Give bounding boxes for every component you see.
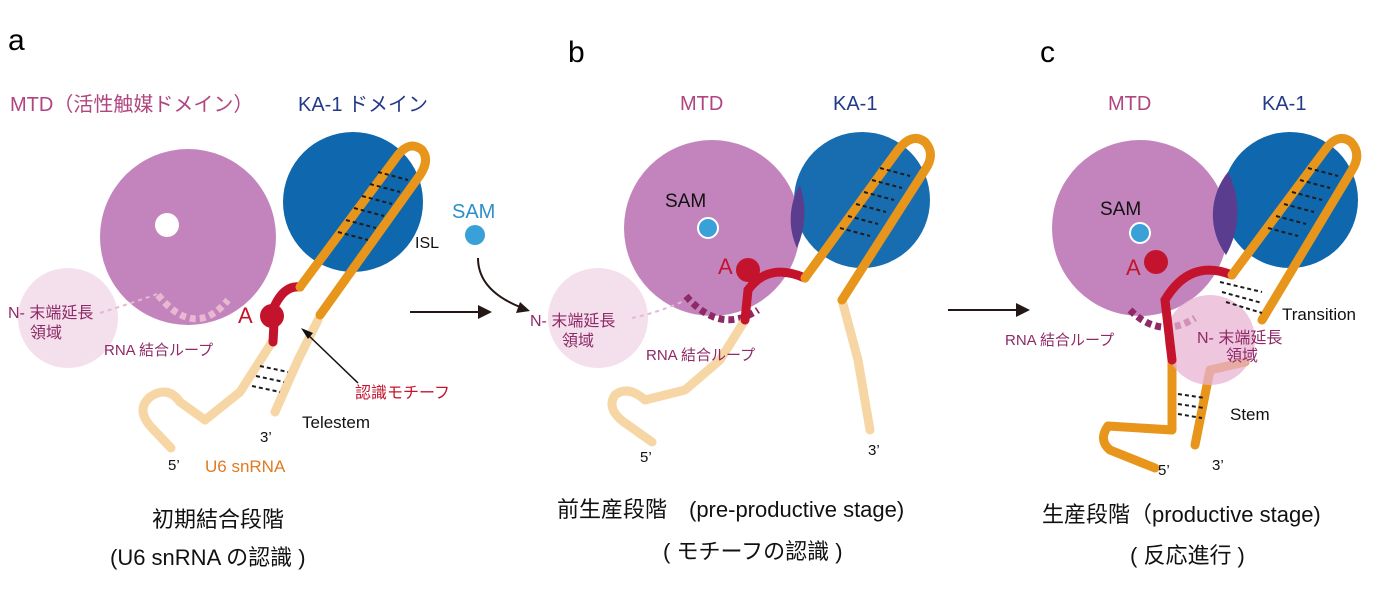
panel-b-isl-hairpin (800, 133, 935, 305)
panel-a-rna-5prime (138, 337, 277, 453)
panel-c-caption-line2: ( 反応進行 ) (1130, 543, 1245, 568)
panel-c-transition-basepairs (1219, 281, 1263, 314)
panel-a-isl-label: ISL (415, 235, 439, 252)
panel-a-five-prime: 5’ (168, 457, 180, 474)
panel-a-a-label: A (238, 303, 253, 328)
panel-c-isl-basepairs (1267, 167, 1339, 237)
panel-a-isl-basepairs (337, 171, 409, 241)
panel-a-motif-pointer (304, 331, 359, 384)
panel-a-mtd-label: MTD（活性触媒ドメイン） (10, 93, 253, 116)
arrow-bc-head (1016, 303, 1030, 317)
panel-c: c MTD KA-1 A (1005, 36, 1362, 568)
panel-c-three-prime: 3’ (1212, 457, 1224, 474)
panel-a-telestem-basepairs (251, 365, 289, 393)
panel-a-mtd-circle (100, 149, 276, 325)
panel-b-nterm-line2: 領域 (562, 332, 594, 350)
panel-b-sam-dot (697, 217, 719, 239)
panel-b-mtd-label: MTD (680, 93, 723, 115)
panel-b-rna-5prime (607, 315, 750, 447)
panel-c-rna-5prime (1099, 355, 1177, 473)
panel-b-isl-basepairs (839, 167, 911, 237)
transition-arrow-bc (948, 303, 1030, 317)
panel-a-telestem-label: Telestem (302, 413, 370, 432)
panel-c-adenosine (1144, 250, 1168, 274)
panel-a-sam-pocket (155, 213, 179, 237)
panel-b-letter: b (568, 36, 585, 69)
panel-c-mtd-label: MTD (1108, 93, 1151, 115)
panel-a-sam-label: SAM (452, 201, 495, 223)
panel-a-caption-line1: 初期結合段階 (152, 507, 284, 532)
panel-b-nterm-circle (548, 268, 648, 368)
panel-a-nterm-circle (18, 268, 118, 368)
panel-a-rna-loop (155, 292, 231, 323)
panel-a-nterm-line1: N- 末端延長 (8, 304, 93, 322)
panel-b-overlap (790, 185, 805, 248)
panel-b-caption-line2: ( モチーフの認識 ) (663, 539, 843, 564)
panel-c-overlap (1212, 172, 1238, 255)
panel-a: a MTD（活性触媒ドメイン） KA-1 ドメイン A (8, 24, 495, 570)
panel-b-three-prime: 3’ (868, 442, 880, 459)
panel-c-letter: c (1040, 36, 1055, 69)
panel-b-caption-line1: 前生産段階 (pre-productive stage) (557, 497, 904, 522)
transition-arrow-ab (410, 257, 530, 319)
sam-curve-arrow (477, 257, 521, 308)
panel-c-nterm-circle (1165, 295, 1255, 385)
panel-c-stem-basepairs (1177, 393, 1206, 419)
panel-b-five-prime: 5’ (640, 449, 652, 466)
panel-a-u6-label: U6 snRNA (205, 457, 286, 476)
arrow-ab-head (478, 305, 492, 319)
panel-c-a-label: A (1126, 255, 1141, 280)
panel-c-caption-line1: 生産段階（productive stage) (1042, 502, 1321, 527)
panel-a-motif-label: 認識モチーフ (355, 384, 450, 402)
panel-c-motif-strand (1160, 265, 1237, 365)
panel-c-nterm-line2: 領域 (1226, 347, 1258, 365)
panel-a-caption-line2: (U6 snRNA の認識 ) (110, 545, 306, 570)
panel-b-rna-3prime (837, 295, 875, 435)
panel-c-sam-dot (1129, 222, 1151, 244)
panel-a-rna-loop-label: RNA 結合ループ (104, 342, 213, 359)
panel-a-nterm-line2: 領域 (30, 324, 62, 342)
panel-c-five-prime: 5’ (1158, 462, 1170, 479)
panel-b-ka1-label: KA-1 (833, 93, 877, 115)
panel-b-rna-loop (683, 293, 760, 324)
panel-b-sam-label: SAM (665, 191, 706, 212)
panel-b-adenosine (736, 258, 760, 282)
panel-c-stem-label: Stem (1230, 405, 1270, 424)
panel-a-sam-dot (465, 225, 485, 245)
panel-c-sam-label: SAM (1100, 199, 1141, 220)
panel-a-ka1-label: KA-1 ドメイン (298, 94, 428, 116)
sam-curve-arrow-head (516, 302, 530, 313)
panel-b-a-label: A (718, 254, 733, 279)
panel-b-nterm-line1: N- 末端延長 (530, 312, 615, 330)
panel-a-three-prime: 3’ (260, 429, 272, 446)
panel-c-transition-label: Transition (1282, 305, 1356, 324)
panel-a-adenosine (260, 304, 284, 328)
panel-a-nterm-linker (99, 292, 161, 314)
panel-a-letter: a (8, 24, 25, 57)
panel-b-motif-strand (740, 267, 810, 325)
panel-a-motif-pointer-head (301, 328, 313, 339)
panel-c-nterm-line1: N- 末端延長 (1197, 329, 1282, 347)
panel-a-isl-hairpin (295, 141, 430, 320)
panel-c-rna-loop-label: RNA 結合ループ (1005, 332, 1114, 349)
panel-c-ka1-label: KA-1 (1262, 93, 1306, 115)
panel-b-rna-loop-label: RNA 結合ループ (646, 347, 755, 364)
panel-c-isl-hairpin (1227, 133, 1362, 325)
panel-b: b MTD KA-1 A SAM N- 末端延長 領域 RNA 結合ループ (530, 36, 935, 564)
